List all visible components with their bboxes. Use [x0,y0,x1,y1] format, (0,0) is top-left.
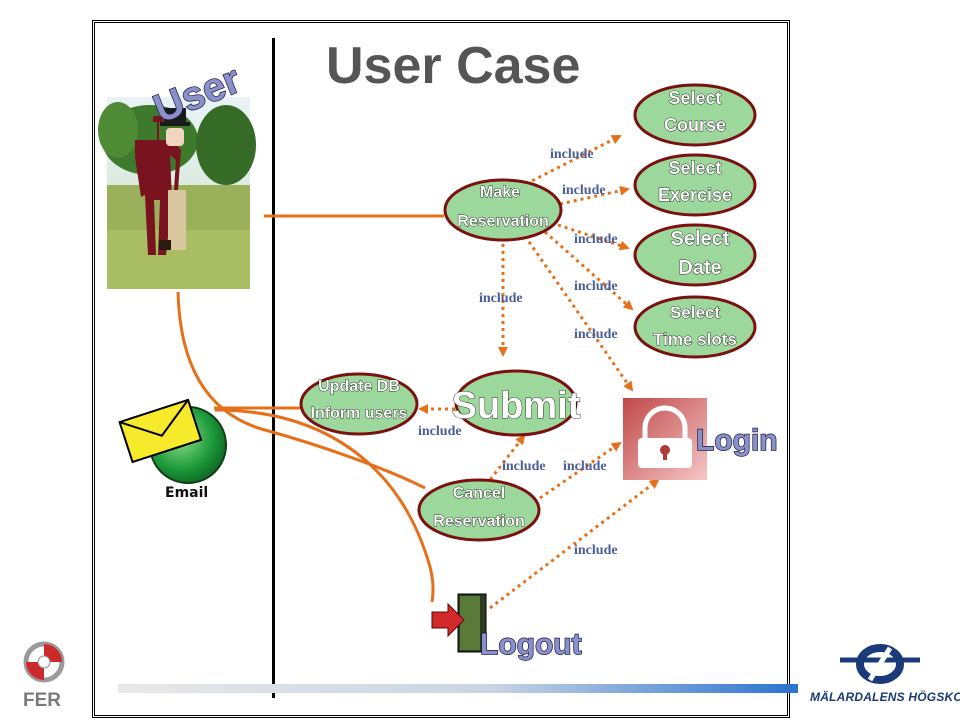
svg-text:Make: Make [480,184,520,201]
page-title: User Case [326,37,581,95]
diagram-frame [92,20,790,718]
svg-text:Course: Course [664,115,726,135]
email-icon[interactable] [118,398,227,484]
svg-text:Select: Select [670,303,720,322]
include-label: include [563,459,607,474]
user-actor[interactable] [98,97,256,289]
include-arrows [418,134,660,610]
svg-text:Inform users: Inform users [311,405,408,422]
include-labels: include include include include include … [418,147,618,558]
svg-text:Reservation: Reservation [433,513,525,530]
include-label: include [574,327,618,342]
svg-text:Time slots: Time slots [653,330,737,349]
email-actor-label: Email [165,485,208,501]
include-label: include [562,183,606,198]
association-lines [176,214,444,603]
malardalen-logo-text: MÄLARDALENS HÖGSKOLA [810,690,960,704]
use-case-make-reservation[interactable]: Make Reservation [443,178,563,242]
svg-text:Select: Select [668,158,721,178]
footer-bar [118,684,798,693]
use-case-select-course[interactable]: Select Course [633,83,757,147]
svg-text:Select: Select [671,228,730,250]
include-label: include [574,232,618,247]
include-label: include [502,459,546,474]
use-case-select-date[interactable]: Select Date [633,223,757,287]
fer-logo-text: FER [23,690,61,710]
logout-label: Logout [480,628,582,661]
include-label: include [574,543,618,558]
logout-door-icon[interactable] [431,593,487,653]
fer-logo: FER [20,640,70,715]
include-label: include [550,147,594,162]
login-label: Login [696,424,778,457]
use-case-submit[interactable]: Submit [451,369,581,437]
svg-text:Update DB: Update DB [318,378,400,395]
svg-text:Exercise: Exercise [658,185,732,205]
use-case-cancel-reservation[interactable]: Cancel Reservation [417,478,541,542]
include-label: include [574,279,618,294]
malardalen-logo: MÄLARDALENS HÖGSKOLA [810,640,960,710]
include-label: include [418,424,462,439]
use-case-update-db[interactable]: Update DB Inform users [299,372,419,436]
svg-text:Submit: Submit [452,385,581,427]
login-lock-icon[interactable] [623,398,707,480]
svg-text:Cancel: Cancel [453,485,505,502]
system-boundary-line [272,38,275,698]
include-label: include [479,291,523,306]
svg-text:Date: Date [678,257,721,279]
use-case-select-time-slots[interactable]: Select Time slots [633,295,757,359]
use-case-select-exercise[interactable]: Select Exercise [633,153,757,217]
svg-text:Reservation: Reservation [457,213,549,230]
svg-text:Select: Select [668,88,721,108]
